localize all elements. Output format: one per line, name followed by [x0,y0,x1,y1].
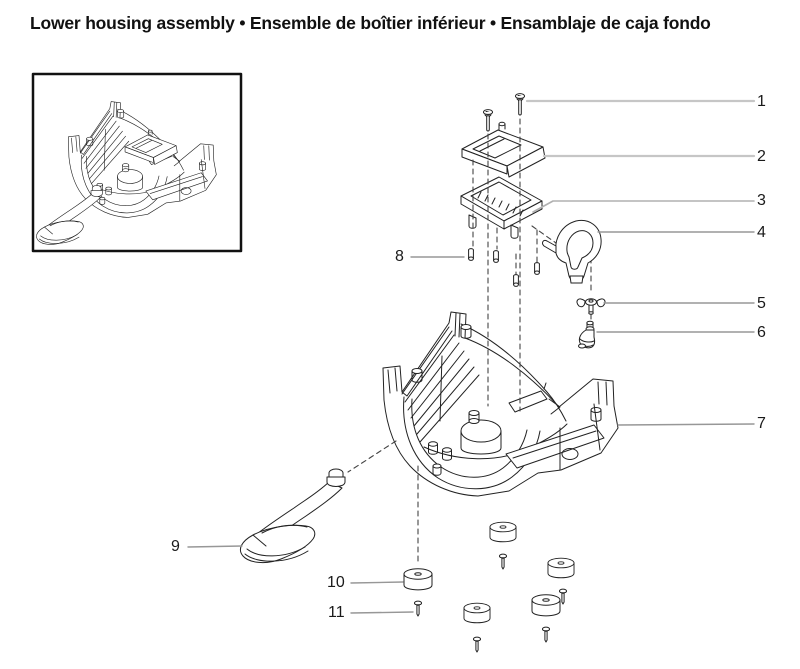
inset-assembled-view [31,72,243,253]
handle-tube-part [542,219,602,284]
rubber-feet-parts [403,521,575,624]
callout-label-8: 8 [395,248,404,265]
wing-nut-part [576,298,606,315]
elbow-fitting-part [578,320,596,349]
callout-label-11: 11 [328,604,345,621]
callout-label-2: 2 [757,148,766,165]
callout-label-1: 1 [757,93,766,110]
callout-label-7: 7 [757,415,766,432]
callout-label-6: 6 [757,324,766,341]
cover-plate-part [461,121,546,178]
callout-label-9: 9 [171,538,180,555]
callout-label-10: 10 [327,574,345,591]
leader-lines [187,99,756,614]
callout-label-4: 4 [757,224,766,241]
dowel-pin-parts [468,248,540,287]
suction-tube-part [239,468,346,564]
callout-label-5: 5 [757,295,766,312]
screw-part [515,93,525,116]
assembly-dashed-lines [347,118,592,566]
screw-part [483,109,493,132]
page-title: Lower housing assembly • Ensemble de boî… [30,13,711,33]
callout-label-3: 3 [757,192,766,209]
